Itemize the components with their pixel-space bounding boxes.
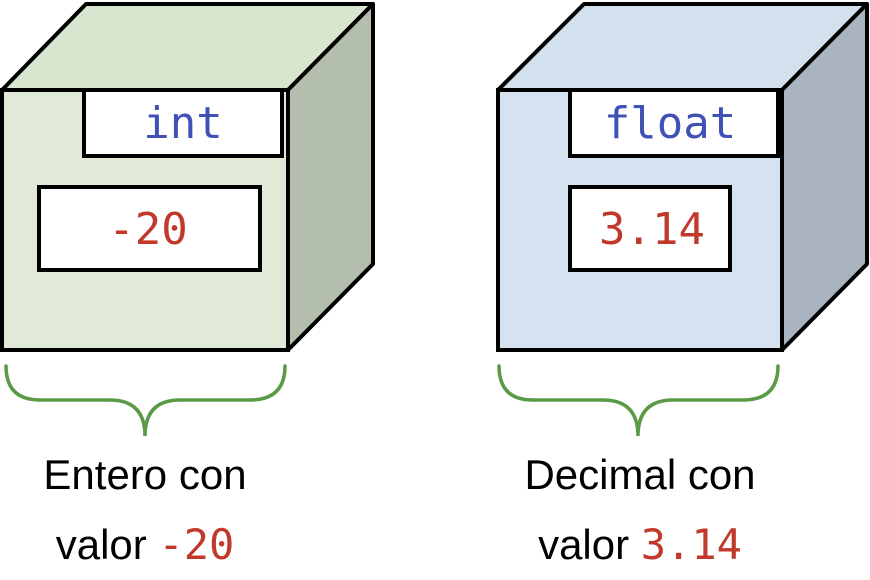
int-value-box — [37, 185, 262, 272]
float-box: float 3.14 — [496, 2, 869, 437]
int-caption-prefix: valor — [55, 521, 159, 568]
float-brace — [497, 364, 780, 437]
float-type-label-box — [568, 88, 780, 158]
int-caption: Entero con valor -20 — [0, 440, 290, 580]
int-type-label-box — [82, 88, 284, 158]
int-box: int -20 — [0, 2, 375, 437]
int-type-label: int — [143, 98, 222, 149]
float-caption: Decimal con valor 3.14 — [490, 440, 790, 580]
float-caption-line2: valor 3.14 — [490, 510, 790, 580]
int-brace — [4, 364, 287, 437]
float-value: 3.14 — [599, 204, 705, 255]
int-caption-value: -20 — [158, 520, 235, 569]
int-value: -20 — [108, 204, 187, 255]
int-caption-line2: valor -20 — [0, 510, 290, 580]
float-value-box — [568, 185, 732, 272]
int-caption-line1: Entero con — [43, 451, 247, 498]
diagram-canvas: int -20 float 3.14 — [0, 2, 869, 437]
float-caption-prefix: valor — [538, 521, 641, 568]
float-type-label: float — [604, 98, 736, 149]
float-caption-value: 3.14 — [640, 520, 742, 569]
float-caption-line1: Decimal con — [524, 451, 756, 498]
